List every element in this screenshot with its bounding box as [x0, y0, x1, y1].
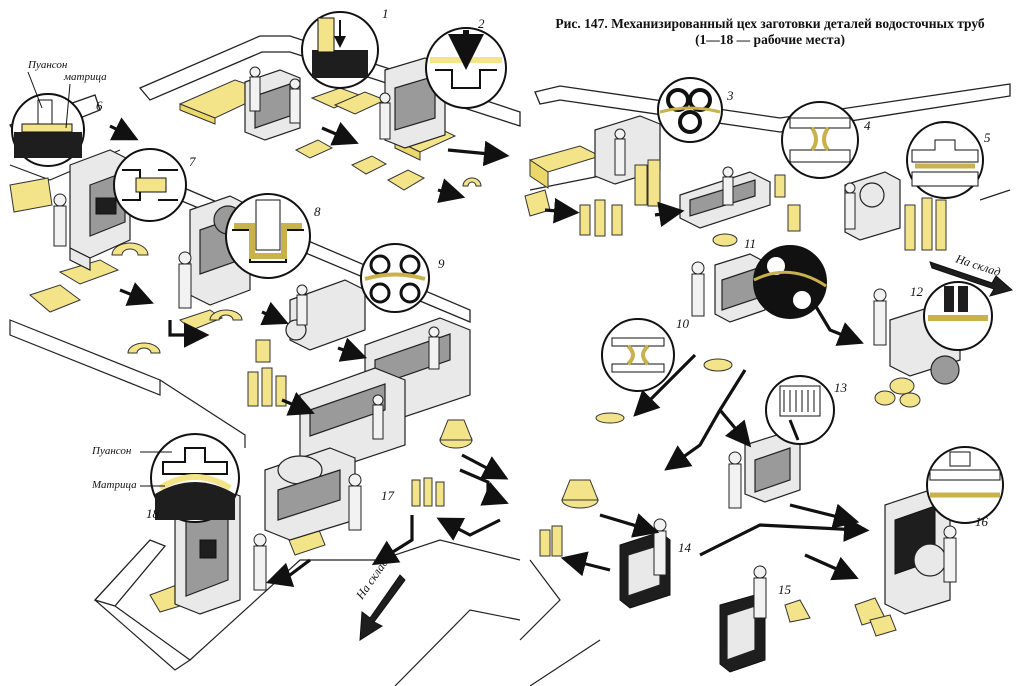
detail-circle-8 — [225, 193, 311, 279]
detail-circle-7 — [113, 148, 187, 222]
caption-title: Рис. 147. Механизированный цех заготовки… — [555, 16, 985, 31]
callout-die-top: матрица — [63, 71, 107, 83]
machine-9-rolls — [285, 279, 366, 351]
exit-arrow-bottom: На склад — [352, 556, 406, 641]
machine-14 — [619, 531, 671, 609]
callouts-bottom: Пуансон Матрица — [91, 445, 172, 491]
workplace-label-5: 5 — [984, 130, 991, 145]
workplace-label-16: 16 — [975, 514, 989, 529]
detail-circle-16 — [926, 446, 1004, 524]
workplace-label-8: 8 — [314, 204, 321, 219]
callout-die-bottom: Матрица — [91, 479, 137, 491]
detail-circle-13 — [765, 375, 835, 445]
detail-circle-9 — [360, 243, 430, 313]
callouts-top: Пуансон матрица — [27, 59, 107, 129]
workplace-label-7: 7 — [189, 154, 196, 169]
workplace-label-10: 10 — [676, 316, 690, 331]
detail-circle-1 — [301, 11, 379, 89]
callout-punch-bottom: Пуансон — [91, 445, 132, 457]
machine-17 — [264, 447, 356, 541]
detail-circle-11 — [753, 245, 827, 319]
workplace-label-6: 6 — [96, 98, 103, 113]
workplace-label-11: 11 — [744, 236, 756, 251]
workplace-label-3: 3 — [726, 88, 734, 103]
callout-punch-top: Пуансон — [27, 59, 68, 71]
workplace-label-2: 2 — [478, 16, 485, 31]
figure-caption: Рис. 147. Механизированный цех заготовки… — [530, 16, 1010, 48]
workplace-label-4: 4 — [864, 118, 871, 133]
detail-circle-4 — [781, 101, 859, 179]
machine-5 — [844, 171, 901, 241]
detail-circle-18 — [150, 433, 240, 523]
workplace-label-17: 17 — [381, 488, 395, 503]
workplace-label-1: 1 — [382, 6, 389, 21]
flow-arrows — [109, 117, 870, 588]
machine-16 — [884, 489, 951, 615]
detail-circle-3 — [657, 77, 723, 143]
right-walls — [519, 83, 1011, 686]
workplace-label-14: 14 — [678, 540, 692, 555]
u-blanks-left — [111, 177, 482, 354]
workplace-label-18: 18 — [146, 506, 160, 521]
detail-circle-2 — [425, 27, 507, 109]
workplace-label-9: 9 — [438, 256, 445, 271]
detail-circle-12 — [923, 281, 993, 351]
machine-13 — [744, 433, 801, 503]
detail-circle-10 — [601, 318, 675, 392]
detail-circle-5 — [906, 121, 984, 199]
pipes-right — [539, 159, 947, 637]
caption-subtitle: (1—18 — рабочие места) — [695, 32, 845, 47]
workplace-label-13: 13 — [834, 380, 848, 395]
workplace-label-12: 12 — [910, 284, 924, 299]
workers — [53, 66, 957, 619]
workplace-numbers: 1 2 3 4 5 6 7 8 9 10 11 12 13 14 15 16 1… — [96, 6, 991, 597]
workplace-label-15: 15 — [778, 582, 792, 597]
detail-circle-6 — [11, 93, 85, 167]
machine-11 — [714, 253, 766, 323]
machine-seamers-left — [299, 317, 471, 471]
